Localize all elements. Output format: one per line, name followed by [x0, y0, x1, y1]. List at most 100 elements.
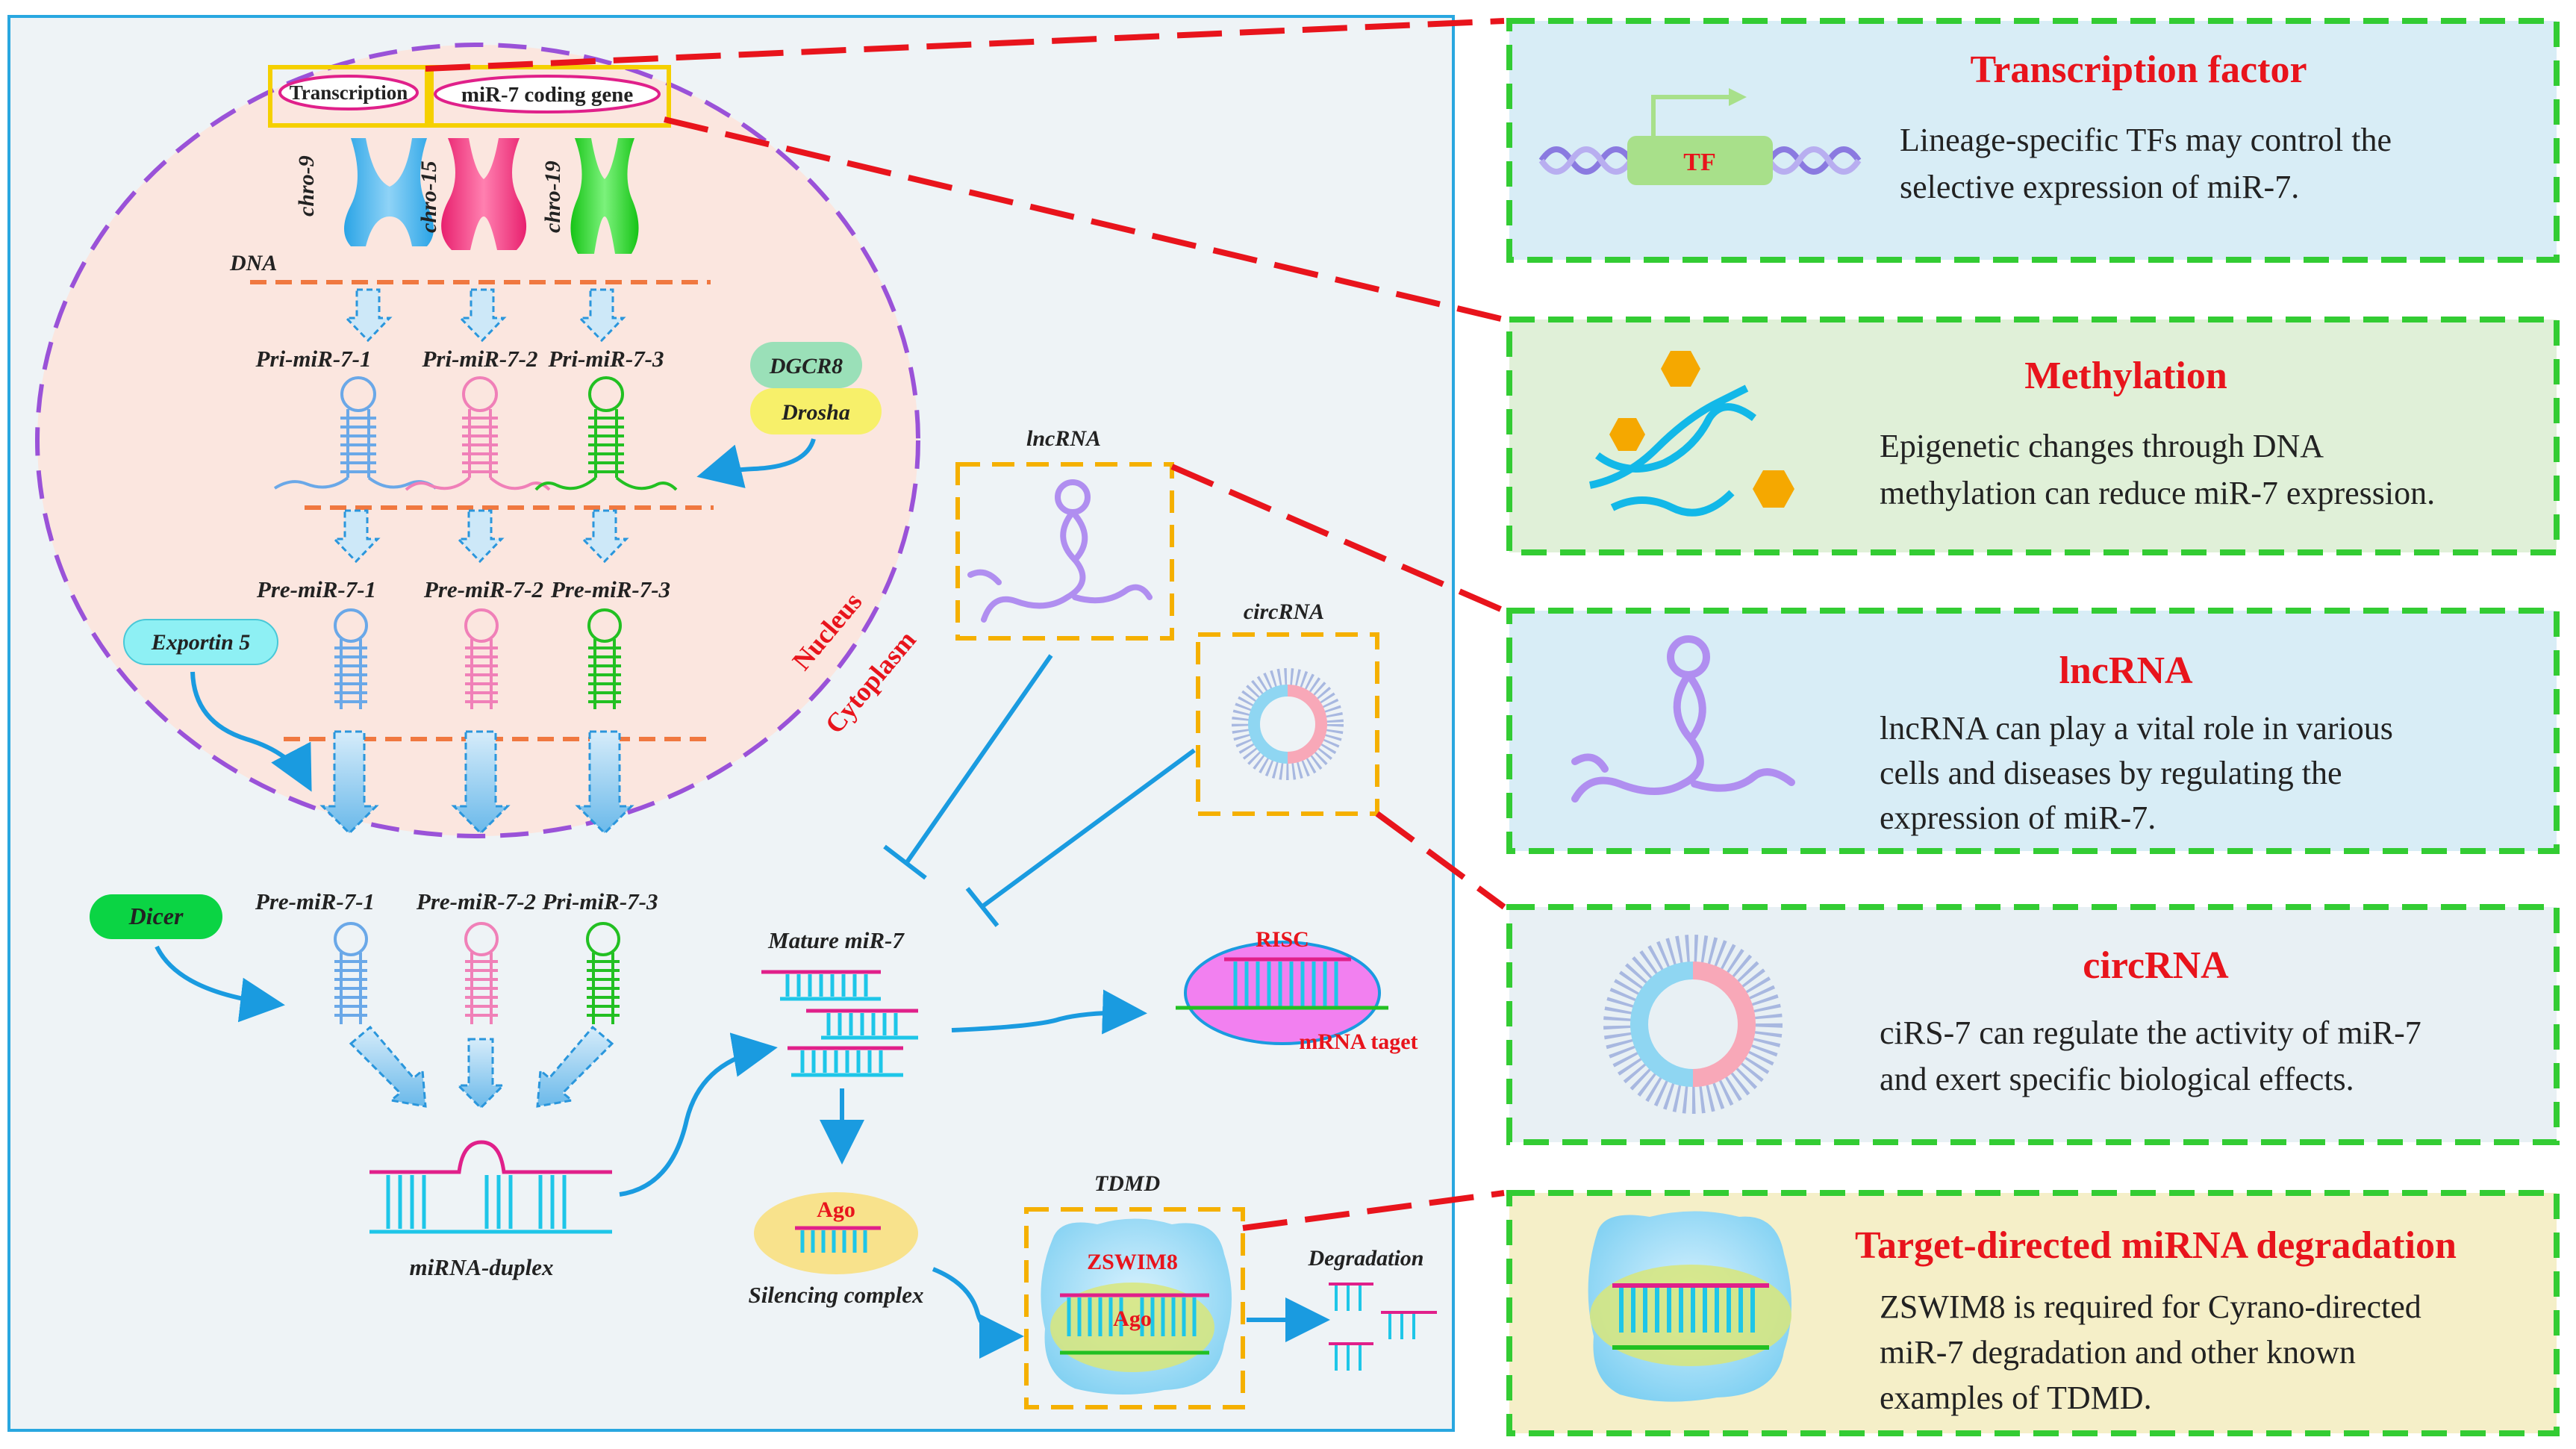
inhibition-lines	[883, 654, 1196, 927]
dicer-badge	[90, 894, 222, 939]
risc-complex	[1184, 941, 1381, 1045]
panel-body-line: and exert specific biological effects.	[1880, 1061, 2354, 1097]
panel-body-line: Epigenetic changes through DNA	[1880, 428, 2324, 464]
lower-hairpin-3	[586, 922, 620, 1024]
methylation-dna-icon	[1588, 351, 1794, 517]
panel-body-line: methylation can reduce miR-7 expression.	[1880, 475, 2435, 511]
panel-methylation: Methylation Epigenetic changes through D…	[1506, 317, 2560, 555]
chromosome-chro-19: chro-19	[540, 138, 639, 254]
tf-dna-icon: TF	[1538, 88, 1862, 185]
dgcr8-badge	[750, 342, 862, 388]
nucleus-membrane	[35, 43, 920, 838]
pri-hairpin-2	[405, 376, 551, 491]
chromosome-label: chro-15	[417, 161, 441, 233]
panel-body-line: ZSWIM8 is required for Cyrano-directed	[1880, 1288, 2421, 1325]
zswim8-label: ZSWIM8	[1087, 1250, 1178, 1274]
pri-hairpin-3	[534, 376, 678, 491]
circrna-panel-icon	[1603, 935, 1783, 1114]
transcription-header: Transcription miR-7 coding gene	[268, 65, 671, 128]
dna-label: DNA	[229, 251, 277, 275]
risc-strands	[1176, 957, 1388, 1010]
chromosome-chro-15: chro-15	[417, 138, 527, 250]
degradation-fragments	[1329, 1283, 1437, 1371]
tdmd-box	[1024, 1207, 1245, 1409]
mature-to-risc-arrow	[951, 989, 1147, 1035]
lower-pri-mir-7-3-label: Pri-miR-7-3	[542, 888, 658, 914]
duplex-to-mature-arrow	[619, 1032, 778, 1197]
mrna-target-label: mRNA taget	[1299, 1029, 1418, 1054]
tdmd-strands	[1060, 1293, 1209, 1355]
lncrna-icon	[967, 479, 1153, 623]
exportin-label: Exportin 5	[151, 630, 251, 655]
panel-lncrna: lncRNA lncRNA can play a vital role in v…	[1506, 608, 2560, 854]
degradation-label: Degradation	[1307, 1246, 1423, 1271]
panel-body-line: expression of miR-7.	[1880, 800, 2156, 836]
panel-body-line: examples of TDMD.	[1880, 1380, 2152, 1416]
tdmd-panel-icon	[1588, 1211, 1791, 1402]
panel-transcription-factor: Transcription factor TF Lineage-specific…	[1506, 18, 2560, 263]
drosha-badge	[750, 388, 882, 434]
lower-hairpin-1	[334, 922, 368, 1024]
panel-title: Transcription factor	[1970, 49, 2307, 91]
chromosome-chro-9: chro-9	[294, 138, 434, 246]
panel-title: circRNA	[2083, 944, 2229, 987]
mature-mir7-strands	[761, 970, 918, 1077]
dicer-arrow	[155, 945, 285, 1023]
chromosome-label: chro-9	[294, 155, 319, 216]
pre-hairpin-3	[587, 608, 622, 709]
lower-pre-mir-7-1-label: Pre-miR-7-1	[255, 888, 375, 914]
tdmd-label: TDMD	[1094, 1171, 1160, 1196]
panel-body-line: Lineage-specific TFs may control the	[1900, 122, 2392, 158]
silencing-complex-label: Silencing complex	[748, 1282, 923, 1308]
panel-title: Methylation	[2024, 355, 2227, 397]
drosha-label: Drosha	[781, 400, 850, 425]
lncrna-panel-icon	[1571, 635, 1795, 803]
mature-mir7-label: Mature miR-7	[767, 927, 905, 953]
transcription-arrows	[343, 288, 626, 343]
dicer-label: Dicer	[128, 903, 184, 929]
mirna-duplex	[369, 1140, 612, 1234]
pre-hairpin-2	[464, 608, 499, 709]
risc-label: RISC	[1256, 927, 1309, 952]
pre-mir-7-3-label: Pre-miR-7-3	[550, 576, 670, 602]
panel-title: lncRNA	[2059, 649, 2193, 692]
circrna-box	[1196, 632, 1379, 816]
connector-lines	[425, 18, 1506, 1231]
lower-hairpin-2	[464, 922, 499, 1024]
panel-circrna: circRNA ciRS-7 can regulate the activity…	[1506, 904, 2560, 1145]
export-arrows	[319, 730, 634, 835]
circrna-icon	[1232, 668, 1344, 780]
ago-complex	[754, 1192, 918, 1274]
panel-body-line: cells and diseases by regulating the	[1880, 755, 2342, 791]
lncrna-box-label: lncRNA	[1026, 426, 1101, 451]
tdmd-ago-label: Ago	[1113, 1306, 1152, 1331]
pri-mir-7-2-label: Pri-miR-7-2	[422, 346, 538, 372]
pre-mir-7-2-label: Pre-miR-7-2	[423, 576, 543, 602]
pre-mir-7-1-label: Pre-miR-7-1	[256, 576, 376, 602]
lncrna-box	[955, 462, 1174, 641]
panel-body-line: miR-7 degradation and other known	[1880, 1334, 2356, 1371]
coding-gene-label: miR-7 coding gene	[461, 83, 634, 107]
exportin-badge	[123, 619, 278, 665]
chromosome-label: chro-19	[540, 161, 565, 233]
exportin-arrow	[190, 671, 312, 792]
transcription-label: Transcription	[290, 81, 408, 104]
pri-mir-7-3-label: Pri-miR-7-3	[548, 346, 664, 372]
panel-tdmd: Target-directed miRNA degradation ZSWIM8…	[1506, 1190, 2560, 1436]
tf-icon-label: TF	[1683, 149, 1715, 176]
ago-label: Ago	[817, 1197, 855, 1222]
ago-strands	[795, 1226, 881, 1253]
panel-title: Target-directed miRNA degradation	[1855, 1224, 2457, 1267]
panel-body-line: selective expression of miR-7.	[1900, 169, 2299, 205]
mirna-duplex-label: miRNA-duplex	[410, 1254, 554, 1280]
drosha-arrow	[696, 438, 816, 488]
pre-hairpin-1	[334, 608, 368, 709]
circrna-box-label: circRNA	[1244, 599, 1324, 624]
dgcr8-label: DGCR8	[769, 354, 843, 378]
panel-body-line: lncRNA can play a vital role in various	[1880, 710, 2393, 747]
ago-to-tdmd-arrow	[932, 1267, 1024, 1359]
lower-pre-mir-7-2-label: Pre-miR-7-2	[416, 888, 536, 914]
processing-arrows	[331, 509, 629, 564]
panel-body-line: ciRS-7 can regulate the activity of miR-…	[1880, 1015, 2421, 1051]
